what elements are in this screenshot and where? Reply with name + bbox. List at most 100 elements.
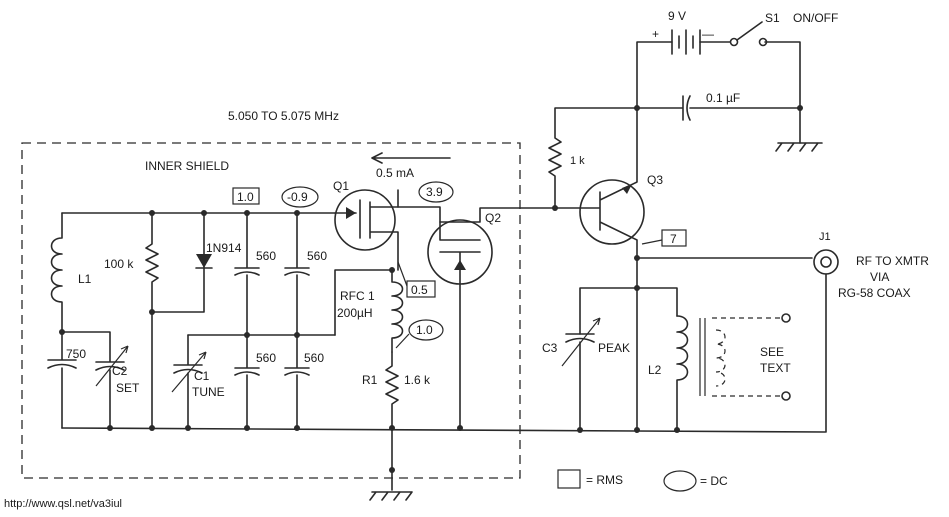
cap-bypass-label: 0.1 µF [706, 91, 740, 105]
rms-box-drain [406, 280, 436, 298]
q3-label: Q3 [647, 173, 663, 187]
cap-c3 [565, 333, 595, 431]
inner-shield-outline [21, 142, 521, 479]
rfc-label-1: RFC 1 [340, 289, 375, 303]
see-text-1: SEE [760, 345, 784, 359]
transistor-q3 [579, 179, 645, 245]
legend-dc-oval [663, 470, 697, 492]
resistor-100k [145, 212, 159, 429]
cap-bypass [636, 95, 801, 144]
resistor-r1 [385, 351, 399, 491]
dc-drain-value: 3.9 [426, 185, 443, 199]
battery-minus: — [702, 27, 714, 41]
q1-q2-wire [397, 206, 441, 223]
res-100k-label: 100 k [104, 257, 134, 271]
l2-label: L2 [648, 363, 662, 377]
see-text-2: TEXT [760, 361, 791, 375]
battery-plus: + [652, 27, 659, 41]
inner-shield-label: INNER SHIELD [145, 159, 229, 173]
link-terminal-bottom [781, 391, 791, 401]
c3-peak-label: PEAK [598, 341, 630, 355]
battery-label: 9 V [668, 9, 686, 23]
freq-range-label: 5.050 TO 5.075 MHz [228, 109, 339, 123]
dc-rfc-value: 1.0 [416, 323, 433, 337]
q1-leads [334, 189, 399, 271]
rms-box-gate [232, 187, 260, 205]
q2-leads [439, 207, 556, 429]
rms-emitter-value: 7 [670, 232, 677, 246]
link-winding [712, 317, 782, 397]
switch-contact-a [729, 37, 739, 47]
c3-arrow [561, 317, 601, 367]
c1-label: C1 [194, 369, 210, 383]
current-arrow [371, 152, 451, 164]
dc-rfc-leader [395, 333, 410, 349]
switch-s1 [736, 21, 763, 41]
q1-label: Q1 [333, 179, 349, 193]
cap-560-a-label: 560 [256, 249, 276, 263]
q2-label: Q2 [485, 211, 501, 225]
c2-set-label: SET [116, 381, 140, 395]
legend-dc-label: = DC [700, 474, 728, 488]
res-1k-label: 1 k [570, 155, 585, 167]
c2-arrow [95, 345, 129, 387]
diode-body [196, 254, 212, 268]
l2-core [699, 318, 706, 396]
inductor-l1 [50, 212, 63, 333]
rms-drain-value: 0.5 [411, 283, 428, 297]
tank-wire [579, 287, 678, 335]
rms-drain-leader [397, 261, 408, 287]
ground-symbol-top [775, 142, 823, 152]
switch-contact-b [758, 37, 768, 47]
l1-label: L1 [78, 272, 92, 286]
cap-560-a [234, 212, 260, 336]
output-label-3: RG-58 COAX [838, 286, 911, 300]
link-terminal-top [781, 313, 791, 323]
rms-box-emitter [661, 229, 687, 247]
c2-label: C2 [112, 364, 128, 378]
cap-560-d-label: 560 [304, 351, 324, 365]
resistor-1k [548, 107, 638, 209]
cap-750-label: 750 [66, 347, 86, 361]
rms-emitter-leader [641, 239, 663, 245]
ground-bus [61, 427, 826, 433]
q2-arrow [454, 260, 466, 270]
output-label-1: RF TO XMTR [856, 254, 929, 268]
cap-560-b [284, 212, 310, 336]
c1-tune-label: TUNE [192, 385, 225, 399]
output-label-2: VIA [870, 270, 889, 284]
switch-label: ON/OFF [793, 11, 838, 25]
inductor-l2 [676, 315, 689, 431]
dc-oval-source [281, 186, 319, 208]
rfc-label-2: 200µH [337, 306, 373, 320]
rms-gate-value: 1.0 [237, 190, 254, 204]
diode-label: 1N914 [206, 241, 242, 255]
cap-560-c-label: 560 [256, 351, 276, 365]
cap-560-b-label: 560 [307, 249, 327, 263]
cap-750 [47, 331, 77, 429]
q1-arrow [346, 207, 356, 219]
cap-c2 [61, 331, 125, 429]
c3-label: C3 [542, 341, 558, 355]
j1-label: J1 [819, 231, 831, 243]
dc-source-value: -0.9 [287, 190, 308, 204]
r1-label: R1 [362, 373, 378, 387]
c1-arrow [171, 351, 207, 393]
dc-oval-rfc [408, 319, 444, 341]
junction-dots [59, 105, 803, 473]
dc-oval-drain [418, 181, 454, 203]
legend-rms-label: = RMS [586, 473, 623, 487]
footer-url: http://www.qsl.net/va3iul [4, 498, 123, 510]
jack-j1-inner [820, 256, 832, 268]
battery-9v [671, 29, 701, 55]
cap-560-d [284, 334, 310, 429]
switch-name: S1 [765, 11, 780, 25]
battery-wires [636, 41, 801, 109]
ground-symbol-main [369, 491, 413, 501]
q3-arrow [622, 184, 632, 194]
legend-rms-box [557, 469, 581, 489]
r1-value-label: 1.6 k [404, 373, 431, 387]
rfc-choke [391, 269, 404, 353]
cap-560-c [234, 334, 260, 429]
